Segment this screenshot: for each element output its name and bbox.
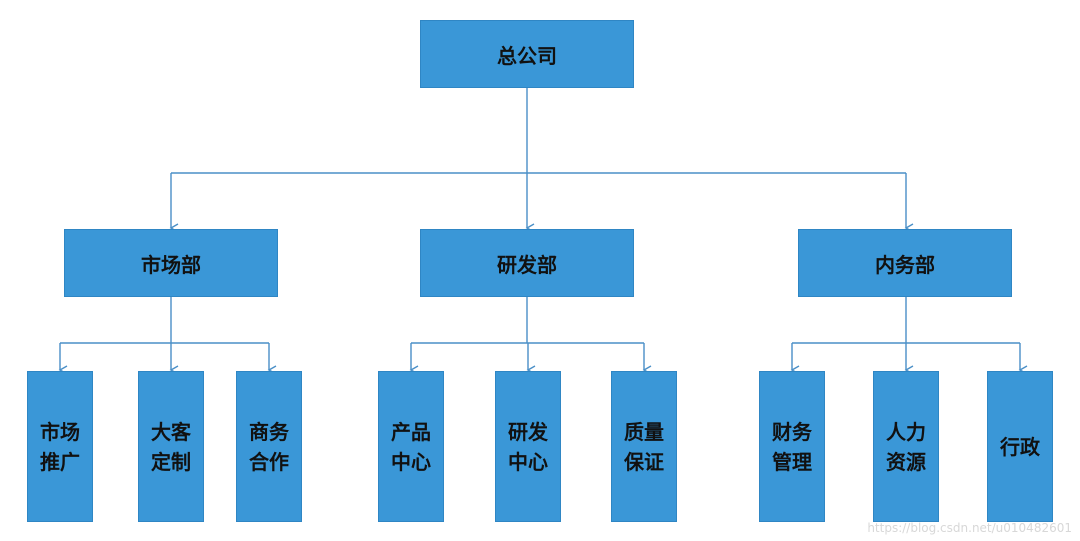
dept-label: 内务部 <box>875 252 935 277</box>
dept-node-market: 市场部 <box>64 229 278 297</box>
leaf-node: 研发中心 <box>495 371 561 522</box>
watermark-text: https://blog.csdn.net/u010482601 <box>867 521 1072 535</box>
leaf-node: 产品中心 <box>378 371 444 522</box>
leaf-node: 市场推广 <box>27 371 93 522</box>
dept-label: 市场部 <box>141 252 201 277</box>
leaf-node: 财务管理 <box>759 371 825 522</box>
leaf-node: 行政 <box>987 371 1053 522</box>
leaf-node: 质量保证 <box>611 371 677 522</box>
root-label: 总公司 <box>497 43 557 68</box>
root-node: 总公司 <box>420 20 634 88</box>
dept-node-rnd: 研发部 <box>420 229 634 297</box>
leaf-node: 商务合作 <box>236 371 302 522</box>
leaf-node: 大客定制 <box>138 371 204 522</box>
leaf-node: 人力资源 <box>873 371 939 522</box>
dept-node-internal: 内务部 <box>798 229 1012 297</box>
dept-label: 研发部 <box>497 252 557 277</box>
